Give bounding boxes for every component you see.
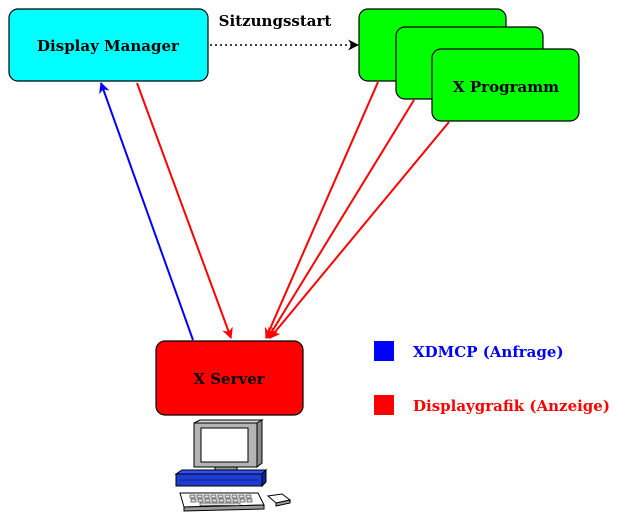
display-arrow-from-display-manager xyxy=(136,82,233,340)
legend: XDMCP (Anfrage) Displaygrafik (Anzeige) xyxy=(374,341,610,415)
legend-swatch-blue xyxy=(374,341,394,361)
session-start-label: Sitzungsstart xyxy=(219,12,332,30)
x-program-box-front xyxy=(431,48,580,122)
x-program-label: X Programm xyxy=(453,78,559,96)
display-arrow-from-x-program-1 xyxy=(264,81,379,340)
x-server-node: X Server xyxy=(155,340,304,416)
legend-label-xdmcp: XDMCP (Anfrage) xyxy=(413,343,564,361)
legend-item-xdmcp: XDMCP (Anfrage) xyxy=(374,341,564,361)
session-start-edge: Sitzungsstart xyxy=(210,12,360,51)
x-server-label: X Server xyxy=(193,370,265,388)
xdmcp-request-arrow xyxy=(99,81,194,341)
legend-swatch-red xyxy=(374,395,394,415)
display-manager-label: Display Manager xyxy=(37,37,180,55)
display-arrow-from-x-program-3 xyxy=(269,121,450,339)
computer-icon xyxy=(174,419,292,512)
legend-label-display: Displaygrafik (Anzeige) xyxy=(413,397,610,415)
x-program-stack: X Programm xyxy=(358,8,580,122)
display-arrow-from-x-program-2 xyxy=(267,99,415,339)
display-manager-node: Display Manager xyxy=(8,8,209,82)
legend-item-display: Displaygrafik (Anzeige) xyxy=(374,395,610,415)
